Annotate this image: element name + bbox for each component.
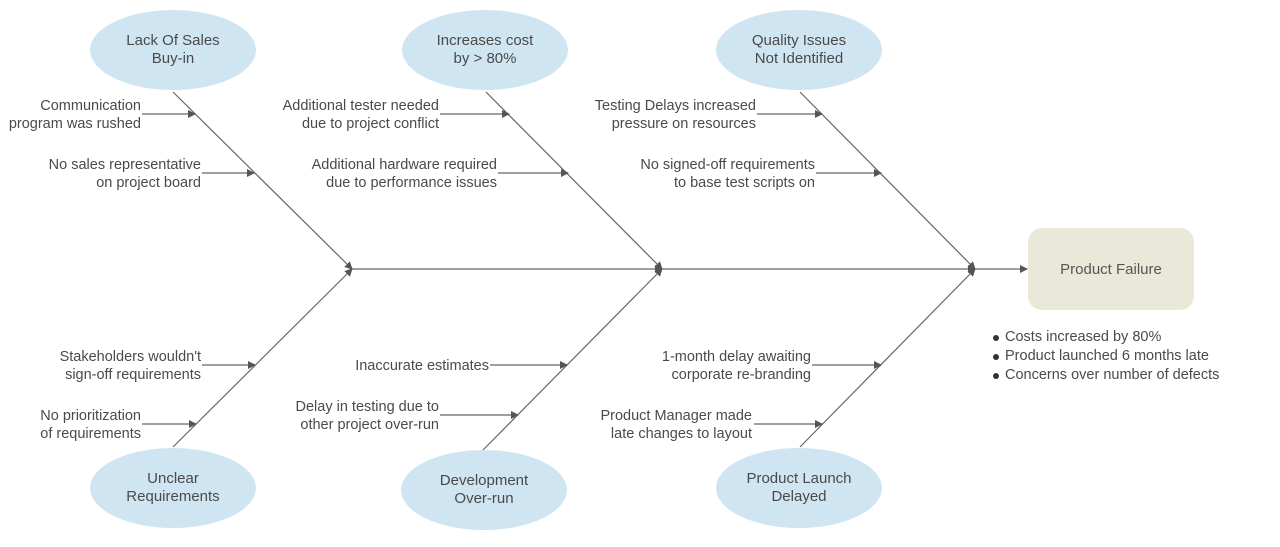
category-sales: Lack Of Sales Buy-in xyxy=(90,10,256,90)
cause-text: Delay in testing due to xyxy=(295,399,439,415)
cause-text: No sales representative xyxy=(48,157,201,173)
cause-text: No prioritization xyxy=(40,408,141,424)
cause-text: program was rushed xyxy=(8,116,141,132)
category-label: Increases cost xyxy=(436,32,534,49)
cause-text: due to performance issues xyxy=(326,175,497,191)
category-launch: Product Launch Delayed xyxy=(716,448,882,528)
cause-launch-2: Product Manager made late changes to lay… xyxy=(600,407,752,443)
cause-text: late changes to layout xyxy=(610,426,752,442)
effect-summary-list: Costs increased by 80% Product launched … xyxy=(992,328,1219,385)
category-quality: Quality Issues Not Identified xyxy=(716,10,882,90)
bone-development xyxy=(482,268,663,451)
cause-text: 1-month delay awaiting xyxy=(661,349,811,365)
category-label: Quality Issues xyxy=(751,32,847,49)
summary-item: Costs increased by 80% xyxy=(992,328,1219,347)
category-label: Delayed xyxy=(771,488,827,505)
cause-text: Additional hardware required xyxy=(311,157,497,173)
category-label: Not Identified xyxy=(754,50,844,67)
bone-launch xyxy=(799,268,976,448)
cause-text: Product Manager made xyxy=(600,408,752,424)
cause-text: other project over-run xyxy=(300,417,439,433)
cause-text: of requirements xyxy=(40,426,141,442)
effect-label: Product Failure xyxy=(1060,260,1162,278)
cause-text: due to project conflict xyxy=(301,116,439,132)
cause-text: Testing Delays increased xyxy=(594,98,756,114)
category-development: Development Over-run xyxy=(401,450,567,530)
cause-development-2: Delay in testing due to other project ov… xyxy=(296,398,439,434)
cause-text: sign-off requirements xyxy=(65,367,201,383)
bone-sales xyxy=(172,91,353,270)
cause-requirements-1: Stakeholders wouldn't sign-off requireme… xyxy=(60,348,201,384)
cause-text: No signed-off requirements xyxy=(640,157,815,173)
cause-text: Inaccurate estimates xyxy=(355,358,489,374)
category-requirements: Unclear Requirements xyxy=(90,448,256,528)
effect-box: Product Failure xyxy=(1028,228,1194,310)
cause-cost-2: Additional hardware required due to perf… xyxy=(312,156,497,192)
cause-quality-2: No signed-off requirements to base test … xyxy=(640,156,815,192)
cause-text: pressure on resources xyxy=(611,116,756,132)
category-label: Requirements xyxy=(126,488,220,505)
category-label: Lack Of Sales xyxy=(126,32,220,49)
cause-text: corporate re-branding xyxy=(671,367,811,383)
bone-quality xyxy=(799,91,976,270)
category-label: by > 80% xyxy=(453,50,517,67)
category-label: Product Launch xyxy=(746,470,852,487)
cause-text: Communication xyxy=(40,98,141,114)
cause-text: Stakeholders wouldn't xyxy=(59,349,201,365)
cause-quality-1: Testing Delays increased pressure on res… xyxy=(595,97,756,133)
cause-development-1: Inaccurate estimates xyxy=(355,357,489,375)
cause-text: to base test scripts on xyxy=(673,175,815,191)
category-cost: Increases cost by > 80% xyxy=(402,10,568,90)
category-label: Buy-in xyxy=(151,50,195,67)
cause-sales-1: Communication program was rushed xyxy=(9,97,141,133)
category-label: Development xyxy=(439,472,529,489)
cause-cost-1: Additional tester needed due to project … xyxy=(283,97,439,133)
bone-cost xyxy=(485,91,663,270)
bone-requirements xyxy=(172,268,353,448)
cause-text: Additional tester needed xyxy=(282,98,439,114)
category-label: Unclear xyxy=(147,470,199,487)
cause-requirements-2: No prioritization of requirements xyxy=(40,407,141,443)
summary-item: Concerns over number of defects xyxy=(992,366,1219,385)
cause-sales-2: No sales representative on project board xyxy=(49,156,201,192)
summary-item: Product launched 6 months late xyxy=(992,347,1219,366)
cause-launch-1: 1-month delay awaiting corporate re-bran… xyxy=(662,348,811,384)
category-label: Over-run xyxy=(454,490,514,507)
cause-text: on project board xyxy=(96,175,201,191)
